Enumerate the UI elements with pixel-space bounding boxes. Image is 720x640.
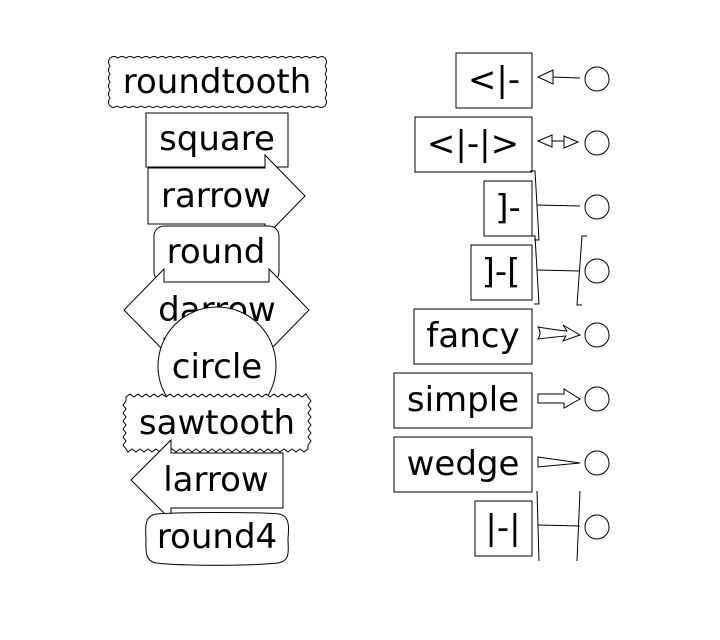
arrow-line	[551, 76, 581, 79]
arrow-line	[536, 204, 581, 207]
arrowstyle-label: ]-[	[482, 252, 521, 292]
arrow-bar-left	[536, 490, 540, 562]
target-circle	[584, 66, 610, 92]
arrow-line	[536, 269, 581, 272]
arrowstyle-box	[414, 116, 533, 173]
arrowstyle-label: simple	[407, 380, 519, 420]
arrowstyle-box	[474, 500, 533, 557]
target-circle	[584, 514, 610, 540]
arrow-head-left	[536, 69, 554, 85]
boxstyle-label: square	[159, 119, 275, 159]
boxstyle-label: circle	[172, 347, 262, 387]
arrowstyle-label: fancy	[426, 316, 519, 356]
boxstyle-label: rarrow	[161, 176, 271, 216]
rarrow-box-shape	[147, 153, 306, 239]
boxstyle-larrow: larrow	[130, 438, 284, 522]
arrowstyle-label: <|-|>	[427, 124, 519, 164]
arrowstyle-fancy: fancy	[413, 308, 610, 365]
arrowstyle-label: |-|	[485, 508, 520, 548]
arrowstyle-simple: simple	[393, 372, 610, 429]
boxstyle-column: roundtooth square rarrow round darrow ci…	[108, 56, 327, 566]
arrowstyle-column: <|- <|-|> ]- ]-[	[393, 52, 610, 562]
arrowstyle-box	[393, 372, 533, 429]
arrowstyle-label: wedge	[407, 444, 520, 484]
arrowstyle-double-triangle: <|-|>	[414, 116, 610, 173]
arrowstyle-box	[413, 308, 533, 365]
arrowstyle-bracket-a: ]-	[483, 170, 610, 241]
arrowstyle-bracket-ab: ]-[	[470, 235, 610, 306]
boxstyle-label: round4	[157, 517, 277, 557]
arrowstyle-label: ]-	[495, 188, 521, 228]
arrow-wedge-shape	[537, 456, 581, 468]
boxstyle-label: sawtooth	[139, 403, 295, 443]
target-circle	[584, 450, 610, 476]
target-circle	[584, 194, 610, 220]
target-circle	[584, 130, 610, 156]
arrowstyle-box	[455, 52, 533, 109]
arrow-head-right	[563, 135, 580, 149]
arrow-simple-shape	[537, 388, 581, 409]
arrowstyle-box	[483, 180, 533, 237]
target-circle	[584, 258, 610, 284]
square-box-shape	[145, 112, 289, 168]
roundtooth-box-shape	[108, 56, 327, 108]
target-circle	[584, 322, 610, 348]
target-circle	[584, 386, 610, 412]
arrow-line	[537, 524, 581, 527]
arrowstyle-box	[470, 244, 533, 301]
boxstyle-rarrow: rarrow	[147, 153, 306, 239]
boxstyle-round4: round4	[145, 512, 290, 566]
boxstyle-label: larrow	[163, 460, 269, 500]
round4-box-shape	[145, 512, 290, 566]
arrowstyle-label: <|-	[468, 60, 520, 100]
boxstyle-roundtooth: roundtooth	[108, 56, 327, 108]
boxstyle-round: round	[153, 225, 280, 283]
boxstyle-label: roundtooth	[123, 62, 312, 102]
boxstyle-sawtooth: sawtooth	[122, 393, 312, 453]
boxstyle-label: round	[167, 232, 266, 272]
arrow-fancy-shape	[536, 324, 582, 342]
arrowstyle-wedge: wedge	[393, 436, 610, 493]
arrowstyle-bar: |-|	[474, 490, 610, 562]
arrowstyle-box	[393, 436, 533, 493]
boxstyle-square: square	[145, 112, 289, 168]
arrow-head-left	[536, 134, 553, 148]
sawtooth-box-shape	[122, 393, 312, 453]
arrowstyle-left-triangle: <|-	[455, 52, 610, 109]
